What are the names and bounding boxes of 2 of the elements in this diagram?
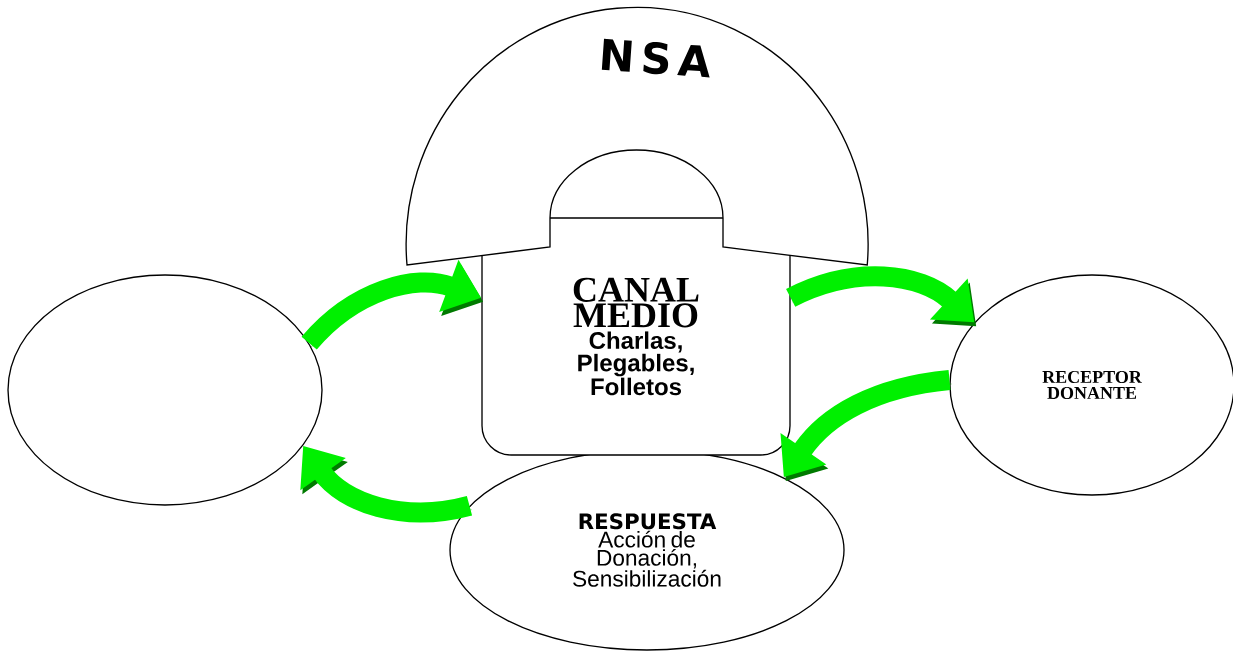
ellipse xyxy=(7,274,323,506)
channel-box: CANAL MEDIO Charlas, Plegables, Folletos xyxy=(481,217,791,456)
